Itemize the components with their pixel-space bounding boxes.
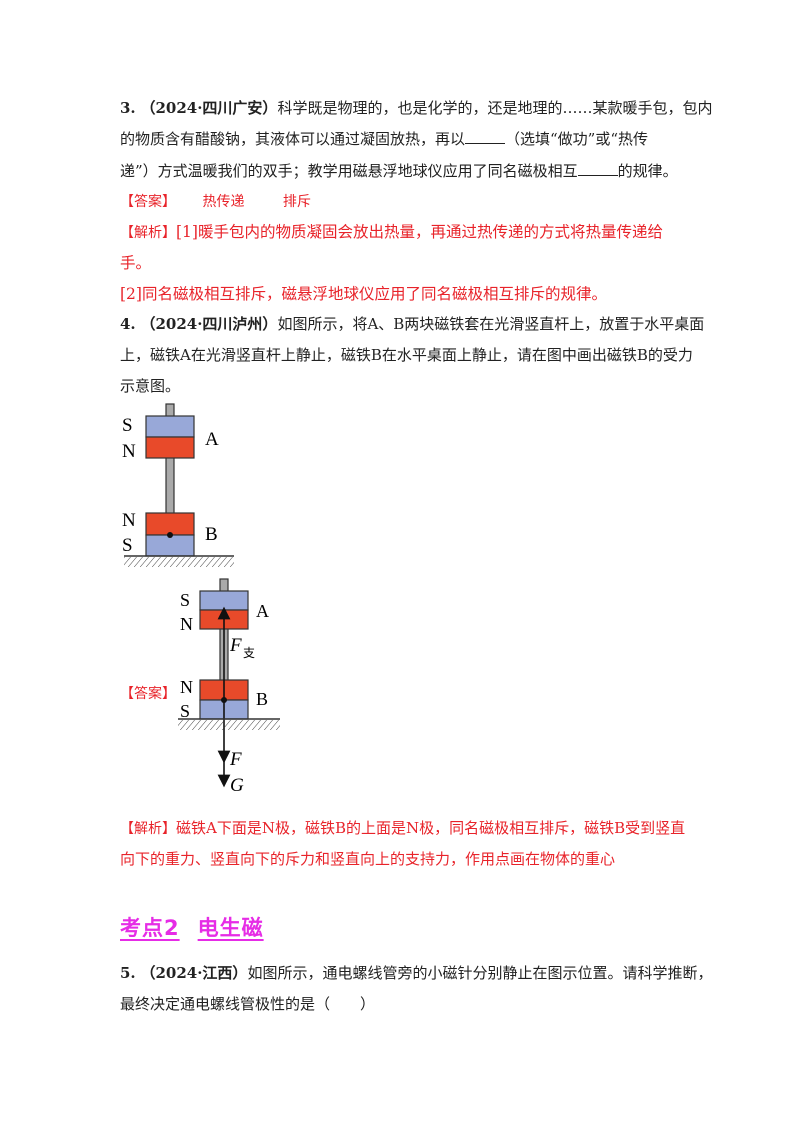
q3-text-3a: 递”）方式温暖我们的双手；教学用磁悬浮地球仪应用了同名磁极相互 (120, 162, 578, 180)
label-pole-s-b: S (180, 701, 190, 721)
q3-line-1: 3. （2024·四川广安）科学既是物理的，也是化学的，还是地理的……某款暖手包… (120, 98, 712, 118)
q3-text-1: 科学既是物理的，也是化学的，还是地理的……某款暖手包，包内 (277, 99, 713, 117)
label-support-subscript: 支 (243, 646, 255, 660)
q4-analysis-2: 向下的重力、竖直向下的斥力和竖直向上的支持力，作用点画在物体的重心 (120, 850, 616, 868)
q3-analysis-1b: 手。 (120, 254, 152, 272)
q3-analysis-2: [2]同名磁极相互排斥，磁悬浮地球仪应用了同名磁极相互排斥的规律。 (120, 285, 607, 303)
q4-line-1: 4. （2024·四川泸州）如图所示，将A、B两块磁铁套在光滑竖直杆上，放置于水… (120, 314, 704, 334)
q4-analysis-1: 【解析】磁铁A下面是N极，磁铁B的上面是N极，同名磁极相互排斥，磁铁B受到竖直 (120, 818, 685, 839)
section-label: 考点2 (120, 916, 180, 940)
q3-answer-tag: 【答案】 (120, 194, 176, 210)
q5-line-2: 最终决定通电螺线管极性的是（ ） (120, 995, 376, 1013)
q3-answer: 【答案】 热传递 排斥 (120, 192, 311, 212)
table-hatching (124, 557, 234, 567)
q5-text-1: 如图所示，通电螺线管旁的小磁针分别静止在图示位置。请科学推断， (247, 964, 713, 982)
label-magnet-a: A (256, 601, 269, 621)
q3-text-2b: （选填“做功”或“热传 (505, 130, 649, 148)
q4-line-3: 示意图。 (120, 377, 181, 395)
label-pole-n-a: N (180, 614, 193, 634)
center-of-mass-dot (167, 532, 173, 538)
label-pole-s-a: S (180, 590, 190, 610)
q3-analysis-text-1: [1]暖手包内的物质凝固会放出热量，再通过热传递的方式将热量传递给 (176, 223, 663, 241)
label-pole-s-b: S (122, 535, 133, 556)
q3-source: （2024·四川广安） (140, 99, 278, 117)
q3-answer-1: 热传递 (202, 194, 245, 210)
q5-line-1: 5. （2024·江西）如图所示，通电螺线管旁的小磁针分别静止在图示位置。请科学… (120, 963, 712, 983)
label-pole-s-a: S (122, 415, 133, 436)
label-magnet-a: A (205, 429, 219, 450)
magnet-force-diagram: S N A N S B F 支 F G (178, 578, 280, 796)
q3-line-3: 递”）方式温暖我们的双手；教学用磁悬浮地球仪应用了同名磁极相互 的规律。 (120, 161, 678, 181)
magnet-a-north (145, 436, 195, 459)
label-pole-n-b: N (180, 677, 193, 697)
q3-text-3b: 的规律。 (617, 162, 678, 180)
q5-number: 5. (120, 964, 136, 982)
label-pole-n-b: N (122, 510, 136, 531)
q3-blank-2 (577, 161, 618, 176)
q3-number: 3. (120, 99, 136, 117)
label-pole-n-a: N (122, 441, 136, 462)
q4-analysis-text-1: 磁铁A下面是N极，磁铁B的上面是N极，同名磁极相互排斥，磁铁B受到竖直 (176, 819, 686, 837)
table-hatching (178, 720, 280, 730)
label-repulsion-force: F (229, 749, 242, 770)
section-title: 电生磁 (197, 916, 264, 940)
magnet-a-south (145, 415, 195, 438)
q3-text-2a: 的物质含有醋酸钠，其液体可以通过凝固放热，再以 (120, 130, 466, 148)
q3-analysis-1: 【解析】[1]暖手包内的物质凝固会放出热量，再通过热传递的方式将热量传递给 (120, 222, 663, 243)
q3-blank-1 (465, 129, 506, 144)
q4-source: （2024·四川泸州） (140, 315, 278, 333)
label-magnet-b: B (205, 524, 218, 545)
center-of-mass-dot (221, 697, 227, 703)
label-gravity-force: G (230, 775, 244, 796)
q3-line-2: 的物质含有醋酸钠，其液体可以通过凝固放热，再以 （选填“做功”或“热传 (120, 129, 648, 149)
q4-line-2: 上，磁铁A在光滑竖直杆上静止，磁铁B在水平桌面上静止，请在图中画出磁铁B的受力 (120, 346, 693, 364)
magnet-b-north (145, 512, 195, 536)
q4-number: 4. (120, 315, 136, 333)
label-magnet-b: B (256, 689, 268, 709)
magnet-a-south (199, 590, 249, 611)
q3-answer-2: 排斥 (282, 194, 311, 210)
q3-analysis-tag: 【解析】 (120, 225, 176, 241)
q4-analysis-tag: 【解析】 (120, 821, 176, 837)
section-heading: 考点2 电生磁 (120, 912, 282, 942)
label-support-force: F (229, 635, 242, 656)
q5-source: （2024·江西） (140, 964, 248, 982)
q4-text-1: 如图所示，将A、B两块磁铁套在光滑竖直杆上，放置于水平桌面 (277, 315, 705, 333)
magnet-figure-question: S N A N S B (122, 403, 234, 567)
magnet-b-south (145, 534, 195, 557)
q4-answer-tag: 【答案】 (120, 686, 176, 702)
